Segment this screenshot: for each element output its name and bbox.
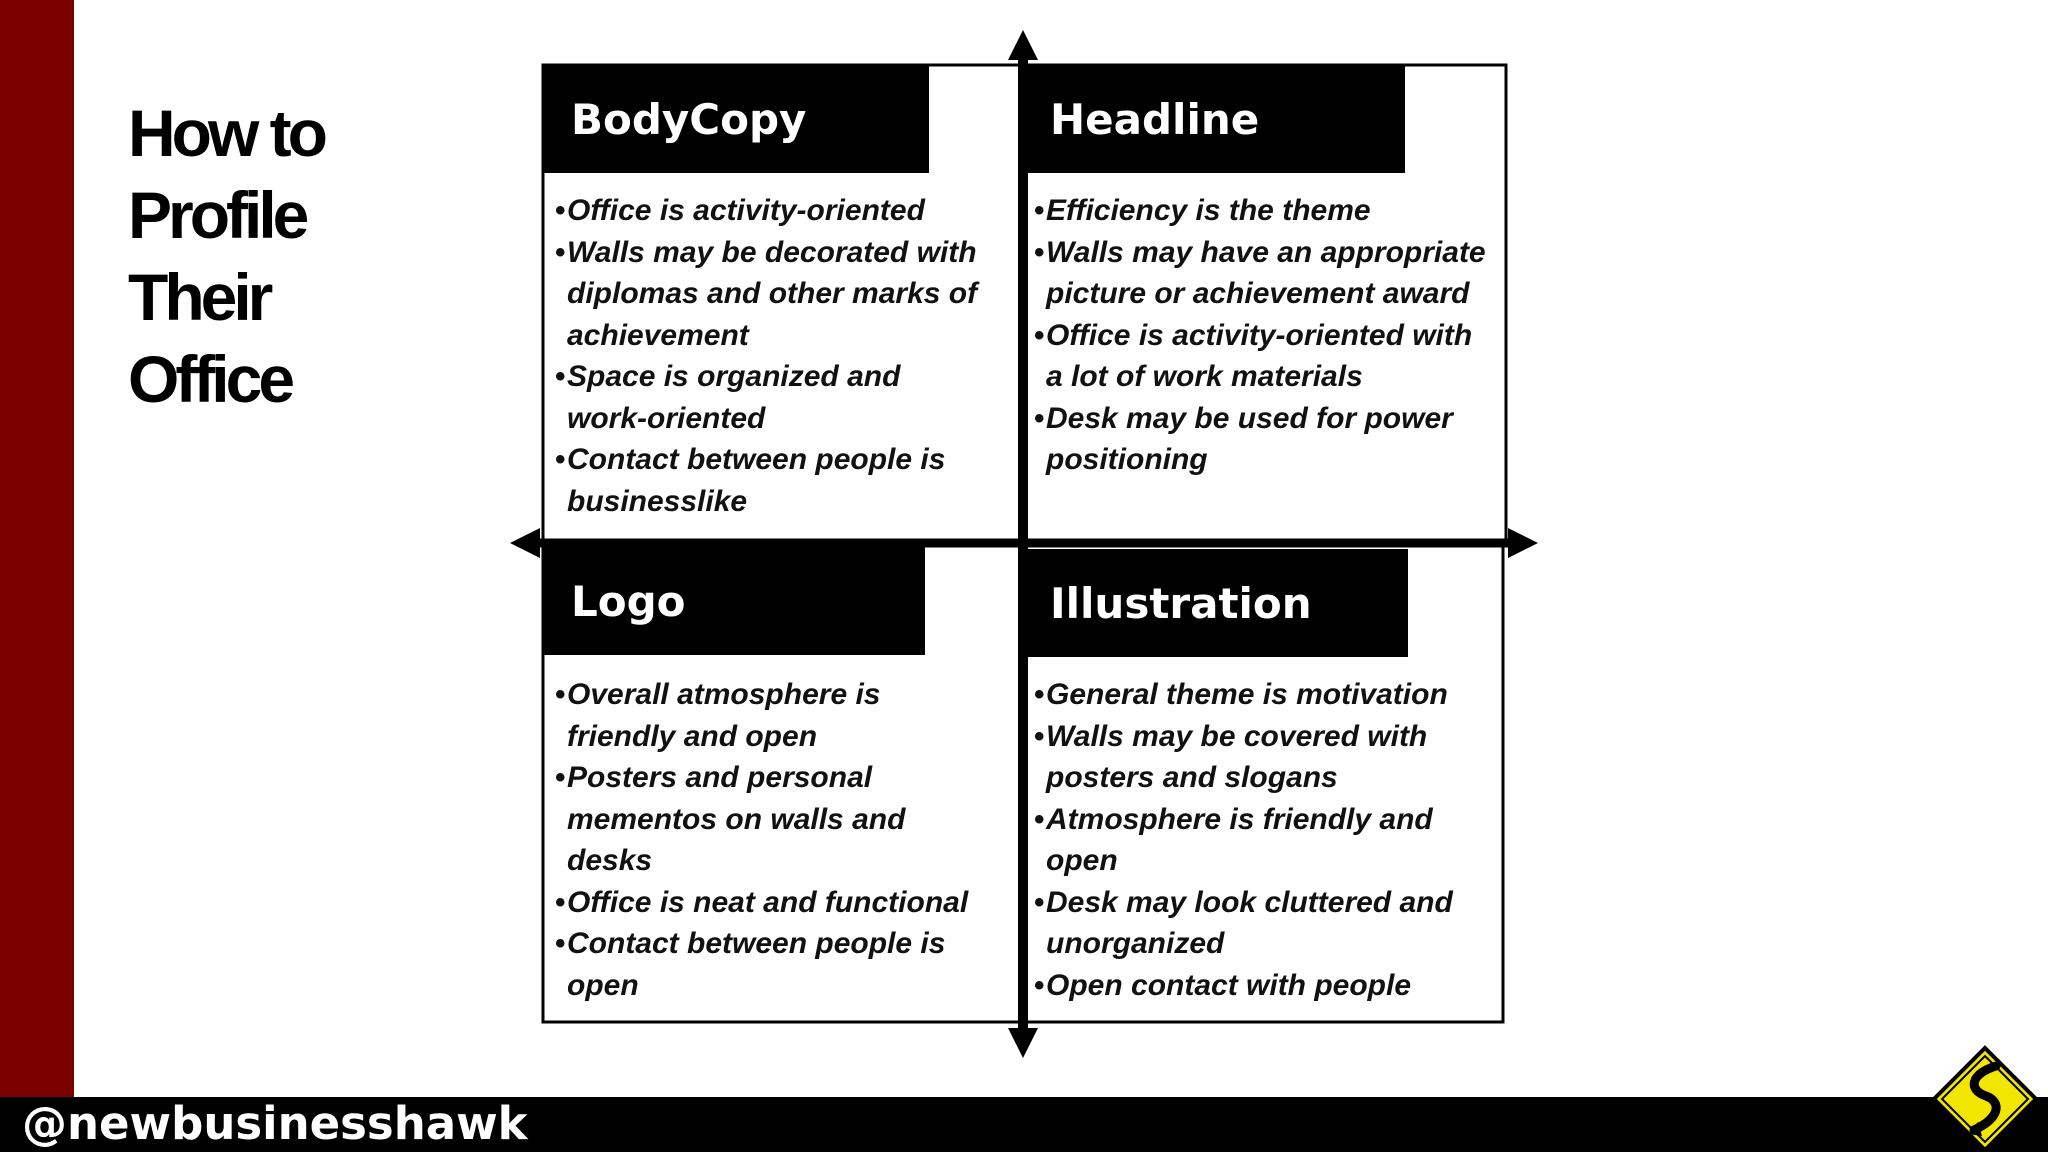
list-item: Desk may look cluttered and unorganized	[1034, 882, 1494, 965]
list-item: Walls may be decorated with diplomas and…	[555, 232, 985, 357]
list-item: Contact between people is businesslike	[555, 439, 985, 522]
accent-bar	[0, 0, 74, 1097]
title-line: How to	[128, 96, 328, 170]
quadrant-label-bodycopy: BodyCopy	[543, 65, 929, 173]
quadrant-label-logo: Logo	[543, 547, 925, 655]
list-item: Efficiency is the theme	[1034, 190, 1494, 232]
quadrant-list-illustration: General theme is motivation Walls may be…	[1034, 674, 1494, 1006]
list-item: Space is organized and work-oriented	[555, 356, 985, 439]
title-line: Their	[128, 260, 273, 334]
list-item: Atmosphere is friendly and open	[1034, 799, 1494, 882]
social-handle: @newbusinesshawk	[22, 1097, 528, 1150]
slide-title: How to Profile Their Office	[128, 92, 428, 420]
arrow-icon-right	[1508, 528, 1538, 558]
list-item: General theme is motivation	[1034, 674, 1494, 716]
list-item: Walls may have an appropriate picture or…	[1034, 232, 1494, 315]
quadrant-list-headline: Efficiency is the theme Walls may have a…	[1034, 190, 1494, 481]
quadrant-list-logo: Overall atmosphere is friendly and open …	[555, 674, 985, 1006]
list-item: Overall atmosphere is friendly and open	[555, 674, 985, 757]
quadrant-label-illustration: Illustration	[1022, 549, 1408, 657]
quadrant-list-bodycopy: Office is activity-oriented Walls may be…	[555, 190, 985, 522]
title-line: Office	[128, 342, 295, 416]
list-item: Open contact with people	[1034, 965, 1494, 1007]
list-item: Office is activity-oriented with a lot o…	[1034, 315, 1494, 398]
list-item: Walls may be covered with posters and sl…	[1034, 716, 1494, 799]
arrow-icon-up	[1008, 30, 1038, 60]
arrow-icon-left	[510, 528, 540, 558]
list-item: Posters and personal mementos on walls a…	[555, 757, 985, 882]
list-item: Office is neat and functional	[555, 882, 985, 924]
quadrant-label-headline: Headline	[1022, 65, 1405, 173]
footer-bar	[0, 1097, 2048, 1152]
title-line: Profile	[128, 178, 309, 252]
list-item: Desk may be used for power positioning	[1034, 398, 1494, 481]
winding-road-sign-icon	[1931, 1045, 2039, 1152]
list-item: Contact between people is open	[555, 923, 985, 1006]
list-item: Office is activity-oriented	[555, 190, 985, 232]
arrow-icon-down	[1008, 1028, 1038, 1058]
